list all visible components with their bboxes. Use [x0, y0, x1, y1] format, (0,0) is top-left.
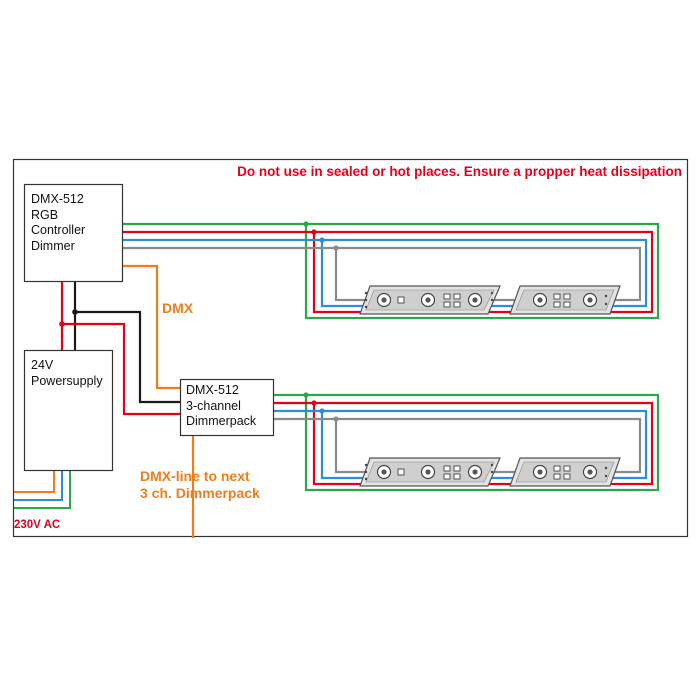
controller-label-line: DMX-512: [31, 192, 84, 206]
top-junctions: [303, 221, 339, 251]
bottom-blue-wire: [274, 409, 648, 480]
dmx-signal-wire: [123, 264, 180, 390]
top-red-wire: [123, 230, 654, 314]
top-blue-wire: [123, 238, 648, 308]
powersupply-label-line: 24V: [31, 358, 54, 372]
bottom-led-module-1: [359, 457, 501, 487]
dimmerpack-label-line: Dimmerpack: [186, 414, 257, 428]
dmx-next-label-line: 3 ch. Dimmerpack: [140, 485, 260, 501]
powersupply-box: [23, 349, 114, 472]
dimmerpack-label: DMX-512 3-channel Dimmerpack: [186, 383, 256, 430]
ac-input-wires: [14, 470, 71, 509]
power-black-wire-b: [75, 310, 180, 404]
bottom-gray-wire: [274, 417, 642, 474]
top-led-module-1: [359, 285, 501, 315]
power-red-wire-b: [62, 322, 180, 416]
controller-box: [23, 183, 124, 283]
bottom-led-module-2: [509, 457, 621, 487]
controller-label-line: RGB: [31, 207, 59, 222]
bottom-junctions: [303, 392, 339, 422]
top-gray-wire: [123, 246, 642, 302]
dimmerpack-box: [179, 378, 275, 437]
top-strip-wiring: [123, 222, 660, 320]
dmx-label: DMX: [162, 300, 194, 316]
bottom-strip-wiring: [274, 393, 660, 492]
dmx-next-label: DMX-line to next 3 ch. Dimmerpack: [140, 468, 260, 502]
ac-input-label: 230V AC: [14, 519, 61, 531]
dimmerpack-label-line: 3-channel: [186, 398, 241, 413]
diagram-frame: [12, 158, 689, 538]
bottom-red-wire: [274, 401, 654, 486]
dmx-next-label-line: DMX-line to next: [140, 468, 250, 484]
controller-label: DMX-512 RGB Controller Dimmer: [31, 192, 85, 254]
top-green-wire: [123, 222, 660, 320]
top-led-module-2: [509, 285, 621, 315]
powersupply-label-line: Powersupply: [31, 373, 103, 388]
bottom-green-wire: [274, 393, 660, 492]
controller-label-line: Dimmer: [31, 238, 75, 253]
heat-warning-text: Do not use in sealed or hot places. Ensu…: [237, 164, 682, 179]
controller-label-line: Controller: [31, 223, 86, 237]
dimmerpack-label-line: DMX-512: [186, 383, 239, 397]
powersupply-label: 24V Powersupply: [31, 358, 103, 389]
